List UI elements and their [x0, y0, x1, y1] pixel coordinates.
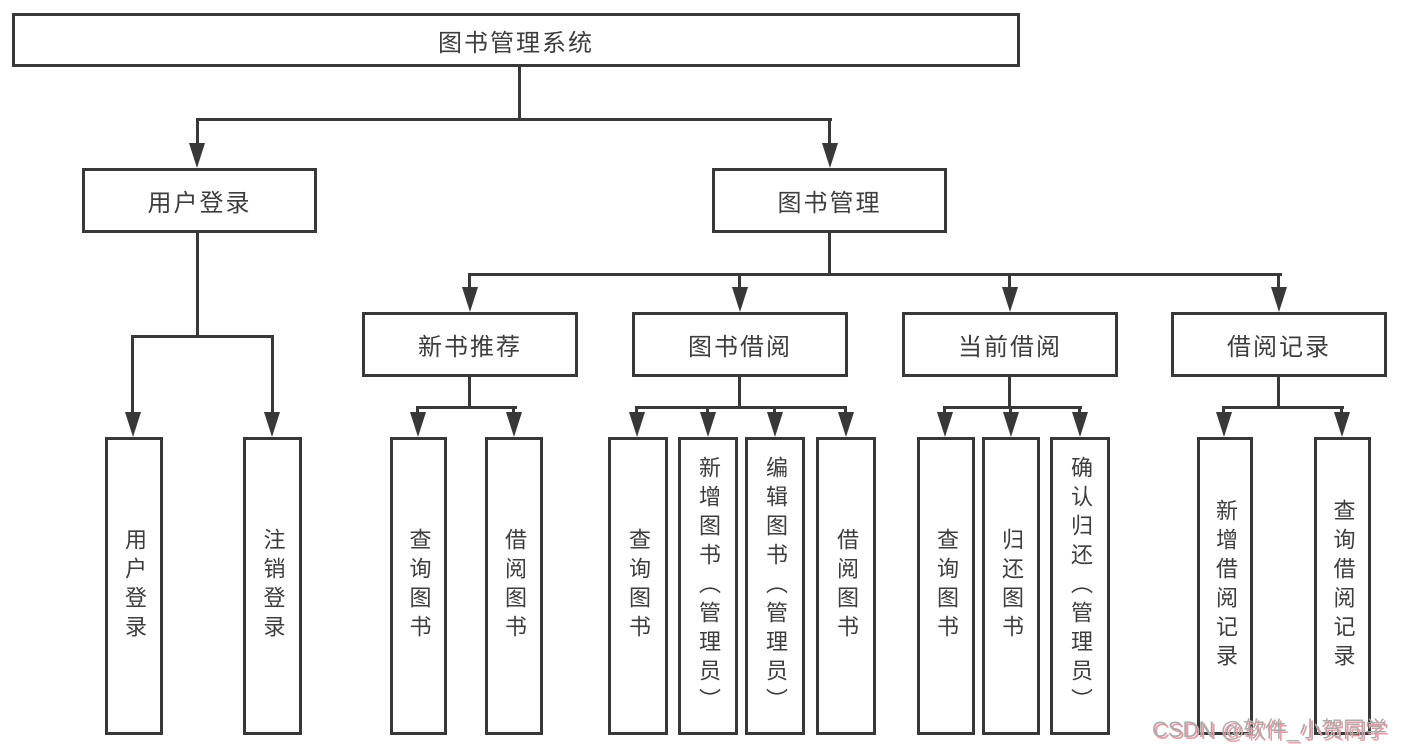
- leaf-label: 借阅图书: [834, 528, 859, 644]
- arrow-down-icon: [506, 412, 522, 437]
- connector-line: [773, 406, 776, 415]
- leaf-label: 查询图书: [626, 528, 651, 644]
- leaf-add-borrow-record: 新增借阅记录: [1197, 437, 1253, 735]
- node-borrow-records: 借阅记录: [1171, 312, 1387, 377]
- arrow-down-icon: [1334, 412, 1350, 437]
- node-current-borrow: 当前借阅: [902, 312, 1118, 377]
- connector-line: [738, 273, 741, 291]
- arrow-down-icon: [125, 412, 141, 437]
- connector-line: [468, 273, 471, 291]
- arrow-down-icon: [629, 412, 645, 437]
- node-borrow-records-label: 借阅记录: [1227, 334, 1331, 361]
- connector-line: [1222, 406, 1225, 415]
- leaf-label: 新增图书（管理员）: [696, 455, 721, 717]
- node-new-book-recommend-label: 新书推荐: [418, 334, 522, 361]
- leaf-label: 用户登录: [122, 528, 147, 644]
- leaf-query-current: 查询图书: [917, 437, 975, 735]
- connector-line: [131, 335, 134, 415]
- node-new-book-recommend: 新书推荐: [362, 312, 578, 377]
- connector-line: [1277, 377, 1280, 409]
- leaf-label: 新增借阅记录: [1213, 499, 1238, 673]
- connector-line: [518, 67, 521, 120]
- leaf-label: 查询借阅记录: [1330, 499, 1356, 673]
- leaf-label: 归还图书: [999, 528, 1024, 644]
- leaf-label: 注销登录: [260, 528, 286, 644]
- leaf-confirm-return-admin: 确认归还（管理员）: [1050, 437, 1110, 735]
- node-book-management-label: 图书管理: [777, 190, 882, 217]
- connector-line: [416, 406, 419, 415]
- connector-line: [1277, 273, 1280, 291]
- node-current-borrow-label: 当前借阅: [958, 334, 1062, 361]
- arrow-down-icon: [264, 412, 280, 437]
- connector-line: [1340, 406, 1343, 415]
- leaf-edit-books-admin: 编辑图书（管理员）: [745, 437, 805, 735]
- node-root: 图书管理系统: [12, 13, 1020, 67]
- arrow-down-icon: [700, 412, 716, 437]
- connector-line: [468, 377, 471, 409]
- connector-line: [131, 335, 274, 338]
- leaf-label: 确认归还（管理员）: [1068, 455, 1093, 717]
- connector-line: [196, 118, 199, 148]
- arrow-down-icon: [1271, 287, 1287, 312]
- connector-line: [844, 406, 847, 415]
- leaf-add-books-admin: 新增图书（管理员）: [678, 437, 738, 735]
- node-root-label: 图书管理系统: [438, 29, 594, 57]
- leaf-logout: 注销登录: [243, 437, 302, 735]
- leaf-borrow-books-recommend: 借阅图书: [485, 437, 543, 735]
- arrow-down-icon: [462, 287, 478, 312]
- arrow-down-icon: [1072, 412, 1088, 437]
- connector-line: [738, 377, 741, 409]
- arrow-down-icon: [937, 412, 953, 437]
- leaf-query-books-recommend: 查询图书: [390, 437, 447, 735]
- node-book-borrow: 图书借阅: [632, 312, 848, 377]
- connector-line: [416, 406, 517, 409]
- connector-line: [271, 335, 274, 415]
- connector-line: [828, 118, 831, 148]
- arrow-down-icon: [189, 143, 205, 168]
- arrow-down-icon: [838, 412, 854, 437]
- leaf-label: 编辑图书（管理员）: [763, 455, 788, 717]
- leaf-label: 查询图书: [934, 528, 959, 644]
- connector-line: [943, 406, 1082, 409]
- connector-line: [706, 406, 709, 415]
- leaf-label: 借阅图书: [502, 528, 527, 644]
- arrow-down-icon: [1216, 412, 1232, 437]
- connector-line: [1008, 377, 1011, 409]
- connector-line: [1078, 406, 1081, 415]
- node-user-login: 用户登录: [82, 168, 317, 233]
- arrow-down-icon: [822, 143, 838, 168]
- connector-line: [828, 232, 831, 276]
- node-book-borrow-label: 图书借阅: [688, 334, 792, 361]
- connector-line: [1009, 406, 1012, 415]
- watermark-text: CSDN @软件_小贺同学: [1152, 717, 1388, 742]
- connector-line: [635, 406, 638, 415]
- arrow-down-icon: [1002, 287, 1018, 312]
- connector-line: [1008, 273, 1011, 291]
- leaf-borrow-books: 借阅图书: [816, 437, 876, 735]
- arrow-down-icon: [767, 412, 783, 437]
- node-book-management: 图书管理: [712, 168, 947, 233]
- arrow-down-icon: [410, 412, 426, 437]
- leaf-query-borrow-record: 查询借阅记录: [1314, 437, 1371, 735]
- leaf-query-books: 查询图书: [608, 437, 668, 735]
- connector-line: [196, 232, 199, 338]
- leaf-label: 查询图书: [406, 528, 432, 644]
- leaf-user-login: 用户登录: [105, 437, 163, 735]
- node-user-login-label: 用户登录: [147, 190, 252, 217]
- connector-line: [196, 118, 832, 121]
- leaf-return-books: 归还图书: [982, 437, 1040, 735]
- connector-line: [512, 406, 515, 415]
- connector-line: [635, 406, 847, 409]
- connector-line: [468, 273, 1282, 276]
- connector-line: [1222, 406, 1344, 409]
- connector-line: [943, 406, 946, 415]
- arrow-down-icon: [1003, 412, 1019, 437]
- arrow-down-icon: [732, 287, 748, 312]
